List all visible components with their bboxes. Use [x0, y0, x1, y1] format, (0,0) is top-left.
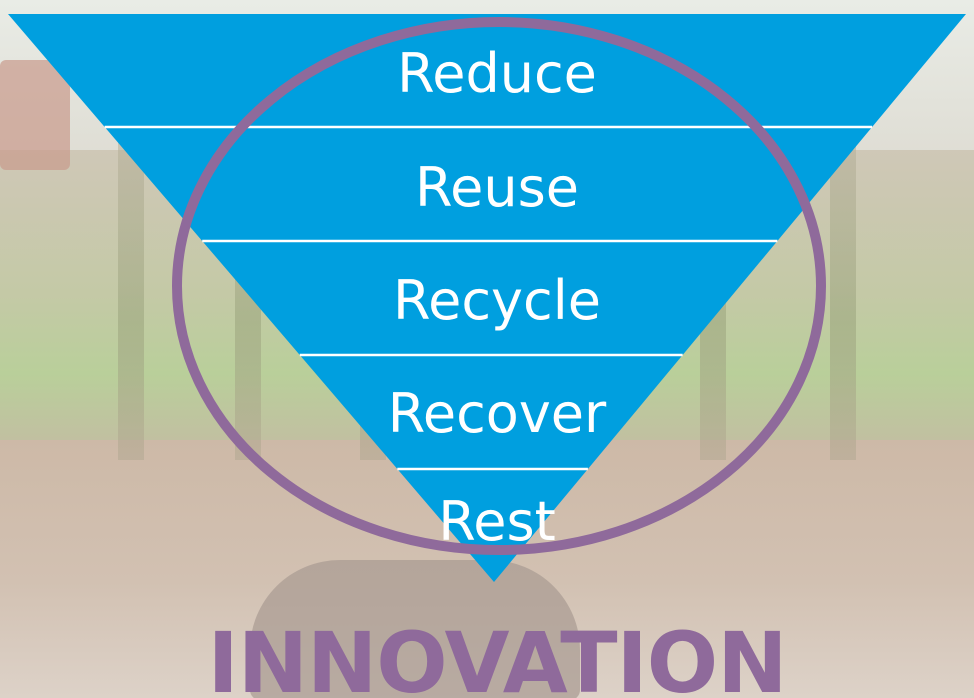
background-photo-figure: [250, 560, 580, 698]
tier-label-rest: Rest: [438, 490, 556, 553]
tier-label-reuse: Reuse: [415, 156, 579, 219]
innovation-ring: [172, 17, 826, 555]
background-photo-object: [0, 60, 70, 170]
background-post: [830, 120, 856, 460]
tier-label-recycle: Recycle: [393, 269, 601, 332]
tier-dividers: [104, 125, 873, 471]
tier-label-recover: Recover: [388, 382, 607, 445]
inverted-triangle: [8, 14, 966, 582]
innovation-label: INNOVATION: [207, 614, 786, 698]
background-post: [118, 120, 144, 460]
tier-label-reduce: Reduce: [397, 42, 597, 105]
